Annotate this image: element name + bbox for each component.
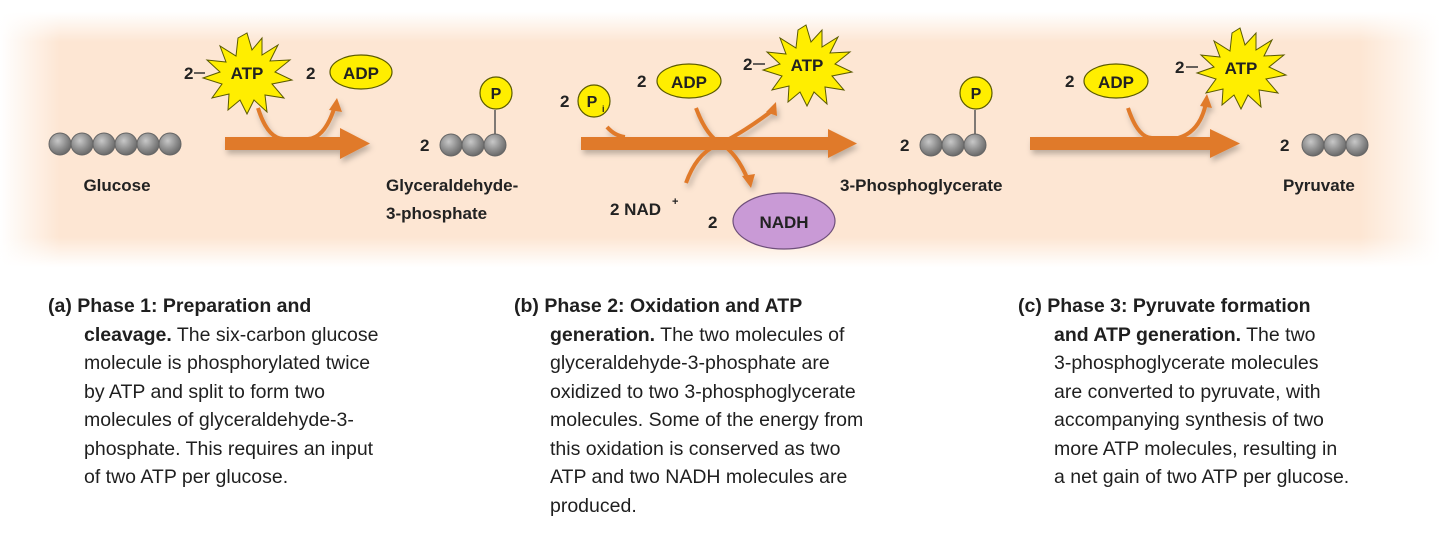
adp-oval-icon [1083,63,1149,99]
atp-starburst-icon [1195,27,1288,111]
caption-line: generation. The two molecules of [550,323,845,346]
svg-text:ADP: ADP [671,73,707,92]
svg-text:ATP: ATP [791,56,824,75]
caption-line: 3-phosphoglycerate molecules [1054,352,1319,374]
caption-line: (c) Phase 3: Pyruvate formation [1018,295,1311,317]
caption-line: by ATP and split to form two [84,380,325,403]
glycolysis-diagram: Glucose 2 ATP 2 ADP 2 P Glyceraldehyde- … [0,12,1440,267]
adp-oval-icon [329,54,393,90]
caption-line: and ATP generation. The two [1054,323,1316,346]
pyruvate-molecule: 2 Pyruvate [1280,133,1369,195]
g3p-molecule: 2 P Glyceraldehyde- 3-phosphate [386,76,518,223]
caption-line: molecule is phosphorylated twice [84,352,371,374]
svg-text:2: 2 [1065,72,1074,91]
svg-text:2: 2 [1280,136,1289,155]
caption-line: ATP and two NADH molecules are [550,466,848,488]
svg-text:i: i [602,104,605,114]
svg-text:2: 2 [743,55,752,74]
glucose-label: Glucose [83,176,150,195]
carbon-chain-3-icon [439,133,507,157]
phase2-adp-input: 2 ADP [637,63,722,99]
glucose-molecule: Glucose [48,132,182,195]
caption-line: cleavage. The six-carbon glucose [84,323,379,346]
svg-text:P: P [491,86,502,103]
caption-line: produced. [550,494,637,517]
caption-phase-2: (b) Phase 2: Oxidation and ATP generatio… [514,292,964,520]
caption-line: are converted to pyruvate, with [1054,380,1321,403]
phase2-nadh-output: 2 NADH [708,192,836,250]
svg-text:2: 2 [184,64,193,83]
adp-oval-icon [656,63,722,99]
svg-text:P: P [587,94,598,111]
svg-text:ATP: ATP [1225,59,1258,78]
svg-text:2: 2 [708,213,717,232]
svg-text:2: 2 [1175,58,1184,77]
svg-text:+: + [672,196,678,208]
caption-line: this oxidation is conserved as two [550,437,841,460]
caption-line: (a) Phase 1: Preparation and [48,295,312,317]
caption-line: accompanying synthesis of two [1054,409,1324,431]
caption-line: more ATP molecules, resulting in [1054,437,1338,460]
phase2-nad-input: 2 NAD + [610,196,678,219]
phosphate-icon [479,76,513,110]
caption-phase-1: (a) Phase 1: Preparation and cleavage. T… [48,292,488,492]
svg-text:2: 2 [900,136,909,155]
svg-text:Pyruvate: Pyruvate [1283,176,1355,195]
atp-starburst-icon [761,24,854,108]
caption-line: oxidized to two 3-phosphoglycerate [550,380,856,403]
svg-text:ADP: ADP [343,64,379,83]
svg-text:2: 2 [306,64,315,83]
svg-text:ATP: ATP [231,64,264,83]
atp-starburst-icon [201,32,294,116]
phase1-adp-output: 2 ADP [306,54,393,90]
svg-text:2: 2 [560,92,569,111]
phase1-reaction-arrow [225,98,370,159]
svg-text:P: P [971,86,982,103]
caption-line: phosphate. This requires an input [84,437,374,460]
caption-line: a net gain of two ATP per glucose. [1054,466,1350,488]
phosphate-icon [959,76,993,110]
caption-line: of two ATP per glucose. [84,466,289,488]
phase3-atp-output: 2 ATP [1175,27,1288,111]
svg-text:2: 2 [637,72,646,91]
caption-line: molecules. Some of the energy from [550,409,864,431]
caption-line: (b) Phase 2: Oxidation and ATP [514,295,803,317]
phase2-reaction-arrow [581,102,857,188]
caption-phase-3: (c) Phase 3: Pyruvate formation and ATP … [1018,292,1438,492]
carbon-chain-3-icon [1301,133,1369,157]
nadh-oval-icon [732,192,836,250]
phase3-reaction-arrow [1030,94,1240,158]
svg-text:3-phosphate: 3-phosphate [386,204,487,223]
svg-text:Glyceraldehyde-: Glyceraldehyde- [386,176,518,195]
phase2-atp-output: 2 ATP [743,24,854,108]
phase2-pi-input: 2 P i [560,84,611,118]
caption-line: molecules of glyceraldehyde-3- [84,409,354,431]
carbon-chain-6-icon [48,132,182,156]
caption-line: glyceraldehyde-3-phosphate are [550,352,830,374]
svg-text:3-Phosphoglycerate: 3-Phosphoglycerate [840,176,1003,195]
svg-text:2 NAD: 2 NAD [610,200,661,219]
phase1-atp-input: 2 ATP [184,32,294,116]
carbon-chain-3-icon [919,133,987,157]
phosphoglycerate-molecule: 2 P 3-Phosphoglycerate [840,76,1003,195]
svg-text:2: 2 [420,136,429,155]
svg-text:ADP: ADP [1098,73,1134,92]
svg-text:NADH: NADH [759,213,808,232]
phase3-adp-input: 2 ADP [1065,63,1149,99]
inorganic-phosphate-icon [577,84,611,118]
